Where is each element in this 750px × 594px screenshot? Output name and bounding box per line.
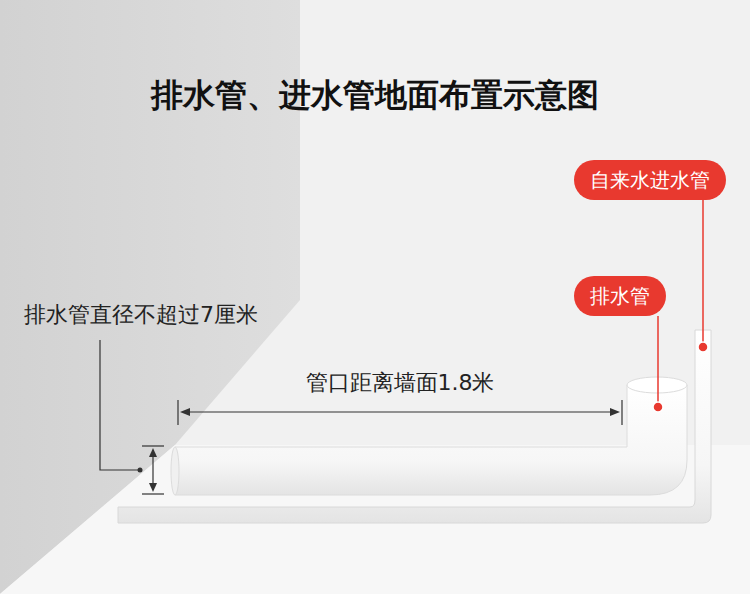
diagram-title: 排水管、进水管地面布置示意图: [151, 74, 599, 118]
drain-pipe-mouth: [627, 377, 687, 393]
dimension-label: 管口距离墙面1.8米: [306, 368, 495, 398]
distance-dimension: [178, 400, 622, 425]
callout-pill: 自来水进水管: [574, 160, 726, 200]
dimension-label: 排水管直径不超过7厘米: [24, 300, 258, 330]
callout-pill: 排水管: [574, 276, 666, 316]
callout-text: 排水管: [590, 286, 650, 306]
callout-text: 自来水进水管: [590, 170, 710, 190]
drain-pipe: [175, 385, 687, 495]
water-inlet-pipe: [118, 330, 711, 523]
diameter-dimension: [100, 340, 164, 494]
drain-pipe-end: [171, 447, 179, 495]
